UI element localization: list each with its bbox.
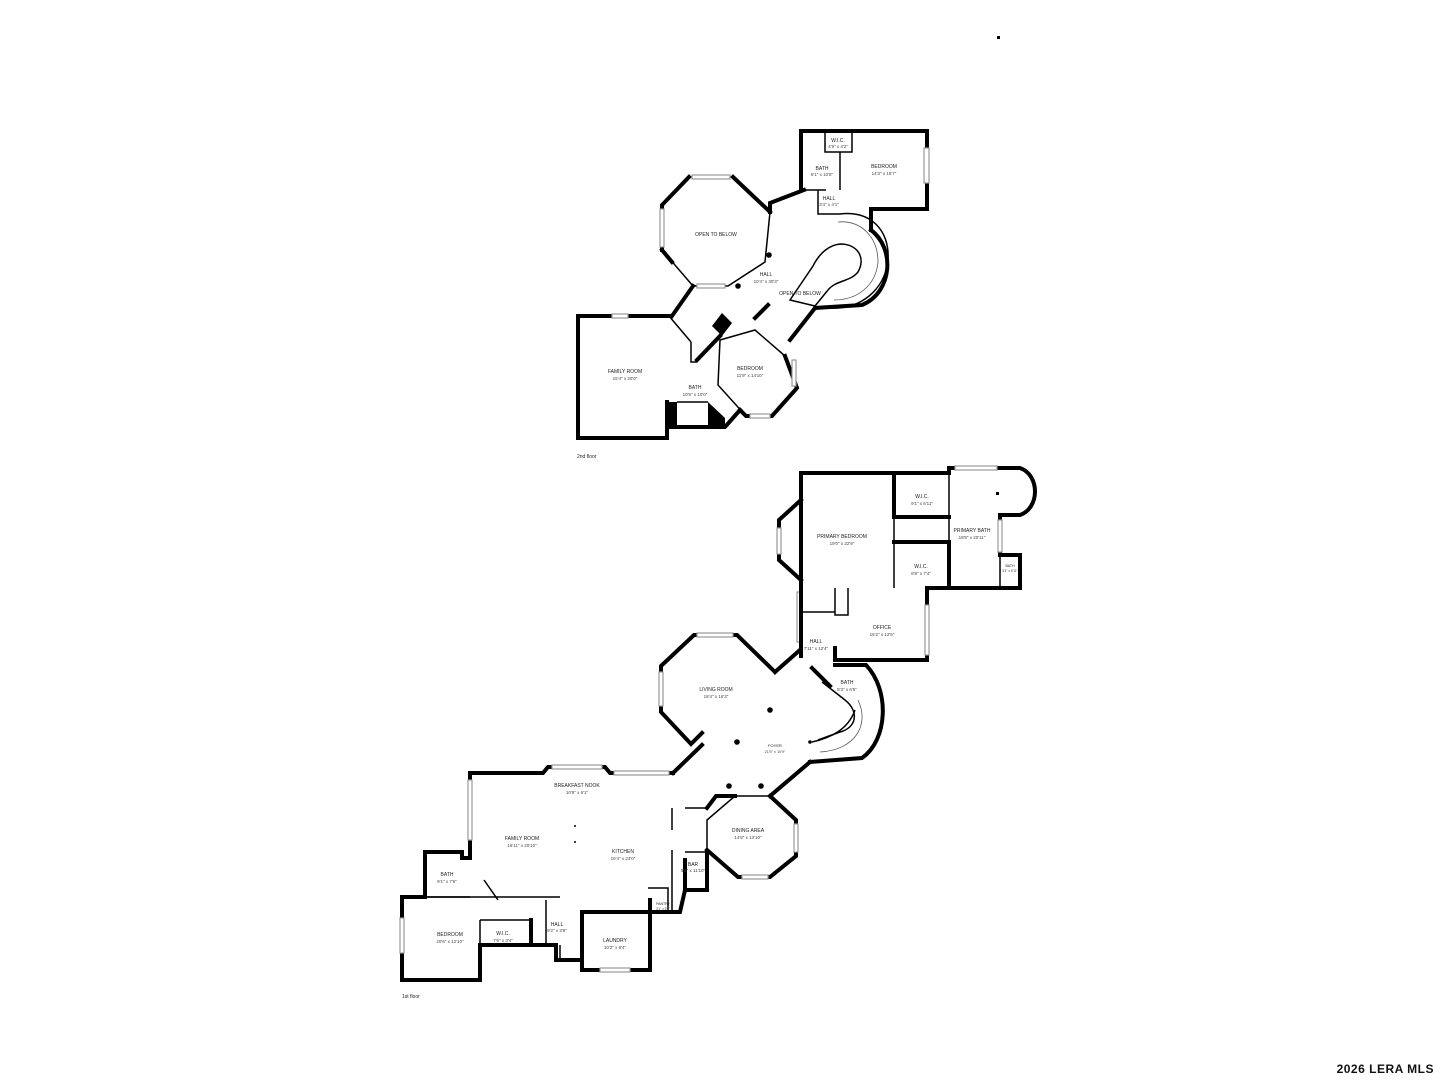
room-name: HALL [551,922,564,928]
room-name: OFFICE [873,625,892,631]
watermark: 2026 LERA MLS [1336,1062,1434,1076]
wall-2f-octagon-north [768,187,807,214]
room-dim: 8'8" x 7'4" [911,571,931,576]
room-name: HALL [823,196,836,202]
room-dim: 16'4" x 23'0" [611,856,636,861]
room-name: BEDROOM [871,164,897,170]
room-dim: 8'3" x 6'5" [837,687,857,692]
room-dim: 10'5" x 10'0" [683,392,708,397]
room-dim: 18'4" x 16'3" [704,694,729,699]
room-dim: 4'9" x 4'2" [828,144,848,149]
room-dim: 3'1" x 5'1" [656,907,670,911]
room-name: PRIMARY BEDROOM [817,534,867,540]
room-dim: 16'11" x 20'10" [507,843,537,848]
wall-1f-main [468,765,675,852]
room-dim: 18'8" x 20'11" [959,535,986,540]
room-dim: 6'1" x 10'8" [811,172,834,177]
room-name: KITCHEN [612,849,634,855]
room-name: W.I.C. [914,564,928,570]
room-name: DINING AREA [732,828,765,834]
room-dim: 14'8" x 13'10" [734,835,762,840]
room-dim: 15'2" x 12'5" [870,632,895,637]
room-name: BATH [1005,564,1015,568]
room-name: PRIMARY BATH [954,528,991,534]
room-dim: 9'1" x 6'11" [911,501,933,506]
wall-1f-primary [799,466,1037,662]
room-name: BEDROOM [737,366,763,372]
room-name: BATH [841,680,854,686]
room-dim: 20'6" x 12'10" [436,939,464,944]
room-dim: 15'4" x 20'0" [613,376,638,381]
floor-label-first: 1st floor [402,994,420,1000]
room-name: BAR [688,862,699,868]
marker-dot [997,36,1000,39]
wall-2f-family [576,314,671,440]
room-dim: 9'2" x 3'8" [547,928,567,933]
room-dim: 7'6" x 3'4" [493,938,513,943]
room-dim: 3'4" x 4'1" [819,202,839,207]
room-name: W.I.C. [915,494,929,500]
first-floor-plan [399,465,1037,982]
room-dim: 11'9" x 14'10" [737,373,764,378]
room-name: HALL [810,639,823,645]
room-labels: W.I.C. 4'9" x 4'2" BATH 6'1" x 10'8" BED… [436,138,1017,950]
room-dim: 14'3" x 15'7" [872,171,897,176]
wall-2f-bedroom-ne [799,129,929,232]
room-name: FAMILY ROOM [608,369,642,375]
room-dim: 10'9" x 6'1" [566,790,589,795]
room-dim: 7'11" x 12'4" [804,646,829,651]
room-name: HALL [760,272,773,278]
floor-label-second: 2nd floor [577,454,597,460]
room-name: FAMILY ROOM [505,836,539,842]
room-name: BREAKFAST NOOK [554,783,600,789]
room-name: BATH [441,872,454,878]
room-dim: 3'4" x 6'11" [1002,569,1017,573]
room-name: OPEN TO BELOW [779,291,821,297]
room-name: PANTRY [656,902,671,906]
room-name: W.I.C. [831,138,845,144]
room-name: OPEN TO BELOW [695,232,737,238]
room-name: BATH [689,385,702,391]
room-name: LIVING ROOM [699,687,732,693]
room-dim: 10'4" x 30'3" [754,279,779,284]
room-dim: 19'0" x 22'9" [830,541,855,546]
room-dim: 10'2" x 9'4" [604,945,627,950]
room-name: BATH [816,166,829,172]
room-dim: 9'1" x 7'6" [437,879,457,884]
room-name: BEDROOM [437,932,463,938]
room-name: FOYER [768,743,782,748]
second-floor-plan [576,129,930,440]
room-dim: 9'5" x 11'10" [681,868,706,873]
wall-1f-living [659,633,778,747]
room-dim: 21'5" x 10'9" [765,750,786,754]
room-name: LAUNDRY [603,938,627,944]
room-name: W.I.C. [496,931,510,937]
